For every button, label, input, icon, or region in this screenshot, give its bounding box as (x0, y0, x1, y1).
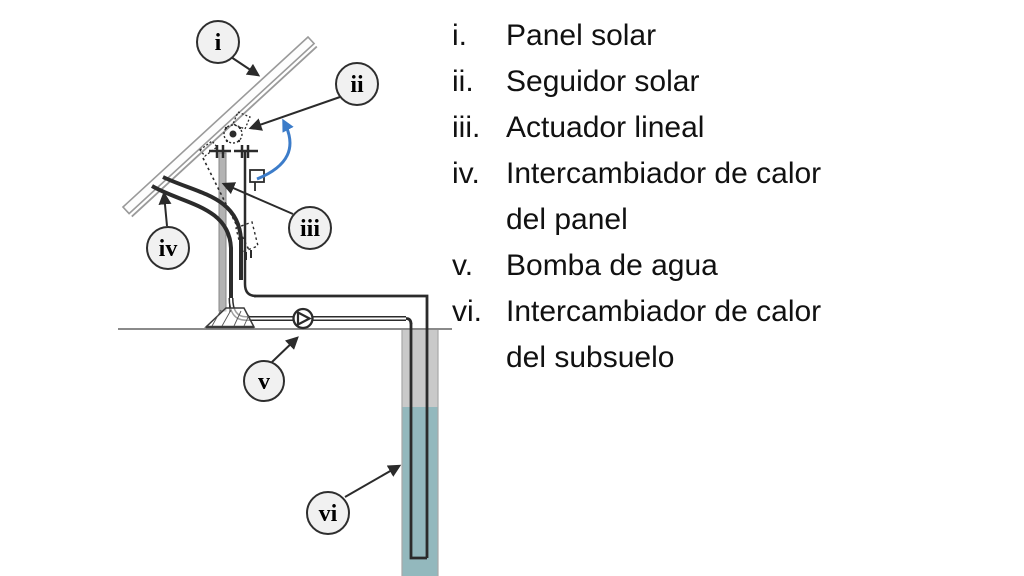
label-circle-i: i (196, 20, 240, 64)
label-bubble (335, 62, 379, 106)
legend-numeral: iii. (452, 111, 481, 144)
label-arrow-v (271, 336, 299, 363)
label-circle-iv: iv (146, 226, 190, 270)
label-circle-vi: vi (306, 491, 350, 535)
label-arrow-vi (344, 464, 402, 498)
gear-tooth (238, 126, 242, 130)
pipe-corner (405, 317, 413, 325)
legend-text: Panel solar (506, 19, 657, 52)
label-circles: i ii iii iv v vi (146, 20, 379, 535)
linear-actuator-dashed-line (202, 157, 250, 251)
label-arrow-iii (221, 182, 294, 215)
rotation-arrow-icon (256, 118, 294, 181)
tracker-bracket-dashed (232, 111, 251, 130)
panel-rail (131, 45, 318, 218)
gear-tooth (224, 126, 228, 130)
label-bubble (146, 226, 190, 270)
label-numeral: vi (319, 501, 338, 527)
legend-numeral: ii. (452, 65, 474, 98)
panel-pipe-right (162, 175, 243, 280)
label-arrow-i (230, 56, 261, 77)
legend-numeral: vi. (452, 295, 482, 328)
solar-panel (121, 35, 318, 218)
gear-tooth (225, 139, 229, 143)
legend-text: Seguidor solar (506, 65, 700, 98)
label-bubble (196, 20, 240, 64)
label-arrow-ii (248, 96, 341, 131)
borehole-soil (402, 330, 438, 407)
label-numeral: i (215, 30, 222, 56)
legend-list: i. Panel solar ii. Seguidor solar iii. A… (452, 13, 1017, 381)
legend-item: i. Panel solar (452, 13, 1017, 59)
label-circle-ii: ii (335, 62, 379, 106)
base-hatch (211, 309, 222, 327)
water-pipe-upper (254, 294, 429, 558)
gear-hub (229, 130, 237, 138)
panel-surface (121, 35, 316, 215)
label-numeral: iv (159, 236, 178, 262)
tracker-mount-dashed (199, 140, 218, 157)
base-hatch (221, 309, 232, 327)
legend-item: v. Bomba de agua (452, 243, 1017, 289)
label-arrows (158, 56, 402, 498)
legend-numeral: i. (452, 19, 467, 52)
label-bubble (288, 206, 332, 250)
label-numeral: v (258, 369, 270, 395)
label-circle-v: v (243, 360, 285, 402)
post-pipe (243, 152, 257, 298)
borehole (401, 330, 439, 576)
label-numeral: ii (350, 72, 364, 98)
ground-loop-u-tube (409, 323, 427, 560)
pump-icon (292, 307, 314, 330)
label-arrow-iv (158, 191, 172, 227)
solar-tracker-mechanism (199, 111, 265, 260)
borehole-water (402, 407, 438, 576)
legend-numeral: iv. (452, 157, 480, 190)
gear-tooth (237, 139, 241, 143)
pump-triangle (296, 310, 312, 327)
label-numeral: iii (300, 216, 320, 242)
base-mount (204, 307, 256, 329)
water-pipe-lower (228, 297, 406, 321)
legend-text: Actuador lineal (506, 111, 705, 144)
solar-geothermal-diagram: i ii iii iv v vi (118, 20, 452, 576)
base-hatch (243, 314, 250, 327)
support-pole (218, 152, 227, 312)
legend-numeral: v. (452, 249, 474, 282)
legend-item: iii. Actuador lineal (452, 105, 1017, 151)
gear-icon (223, 124, 243, 144)
legend-item: ii. Seguidor solar (452, 59, 1017, 105)
legend-text: Bomba de agua (506, 249, 718, 282)
actuator-body-dashed (235, 221, 259, 253)
water-pipe-lower-core (230, 297, 406, 320)
label-circle-iii: iii (288, 206, 332, 250)
label-bubble (306, 491, 350, 535)
base-hatch (233, 310, 242, 327)
label-bubble (243, 360, 285, 402)
